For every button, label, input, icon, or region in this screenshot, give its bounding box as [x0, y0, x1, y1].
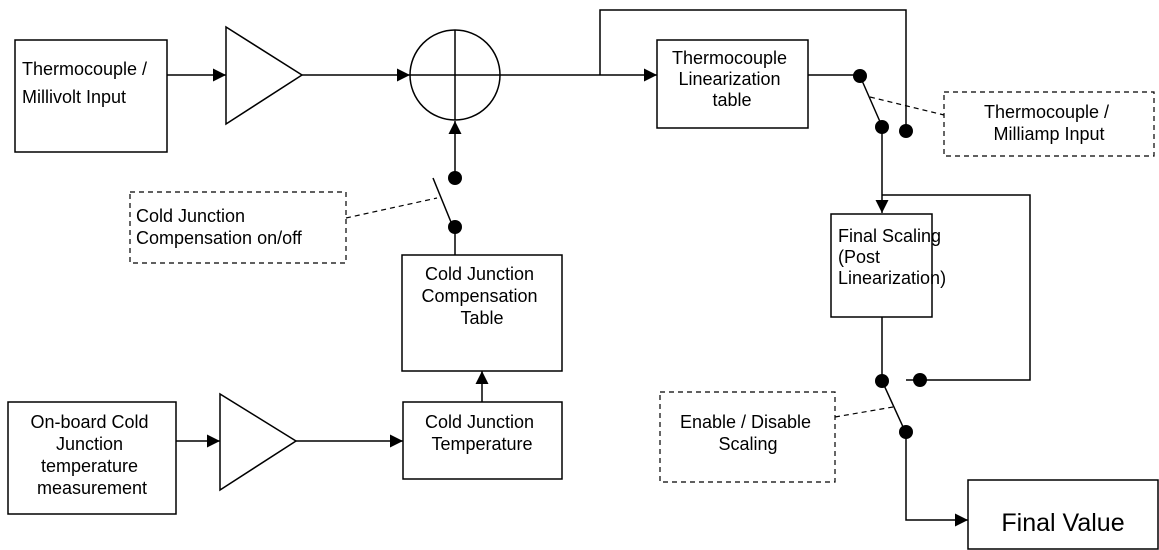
cj-temperature-label: Cold Junction Temperature — [425, 412, 539, 454]
switch-linearization-blade — [859, 75, 882, 125]
wire-scaling-bypass — [882, 194, 1031, 381]
enable-scaling-note-box — [659, 391, 836, 483]
linearization-table-label: Thermocouple Linearization table — [672, 48, 792, 110]
final-scaling-label: Final Scaling (Post Linearization) — [838, 226, 946, 288]
thermo-milliamp-note-leader — [869, 96, 945, 116]
switch-scaling-blade — [882, 382, 905, 430]
thermocouple-input-box — [14, 39, 168, 153]
final-value-label: Final Value — [1001, 509, 1124, 537]
wire-switch-to-final-value — [905, 432, 968, 527]
contact-lin-bypass — [899, 124, 913, 138]
amplifier-1 — [225, 25, 304, 126]
final-scaling-box — [830, 213, 933, 318]
thermocouple-input-label: Thermocouple / Millivolt Input — [22, 59, 152, 107]
contact-scale-bypass — [913, 373, 927, 387]
cj-comp-table-box — [401, 254, 563, 372]
cj-comp-note-leader — [345, 197, 438, 219]
contact-lin-output — [853, 69, 867, 83]
contact-lin-common — [875, 120, 889, 134]
final-value-box — [967, 479, 1159, 550]
contact-cj-top — [448, 171, 462, 185]
contact-cj-bottom — [448, 220, 462, 234]
wire-linearization-bypass — [599, 9, 907, 131]
enable-scaling-note-leader — [834, 406, 894, 418]
thermo-milliamp-note-box — [943, 91, 1155, 157]
onboard-cj-label: On-board Cold Junction temperature measu… — [30, 412, 153, 498]
contact-scale-output — [875, 374, 889, 388]
enable-scaling-note-label: Enable / Disable Scaling — [680, 412, 816, 454]
cj-comp-note-box — [129, 191, 347, 264]
amplifier-2 — [219, 392, 298, 492]
cj-comp-note-label: Cold Junction Compensation on/off — [136, 206, 303, 248]
cj-temperature-box — [402, 401, 563, 480]
contact-scale-common — [899, 425, 913, 439]
switch-cj-blade — [432, 177, 454, 228]
onboard-cj-box — [7, 401, 177, 515]
linearization-table-box — [656, 39, 809, 129]
thermo-milliamp-note-label: Thermocouple / Milliamp Input — [984, 102, 1114, 144]
cj-comp-table-label: Cold Junction Compensation Table — [421, 264, 542, 328]
